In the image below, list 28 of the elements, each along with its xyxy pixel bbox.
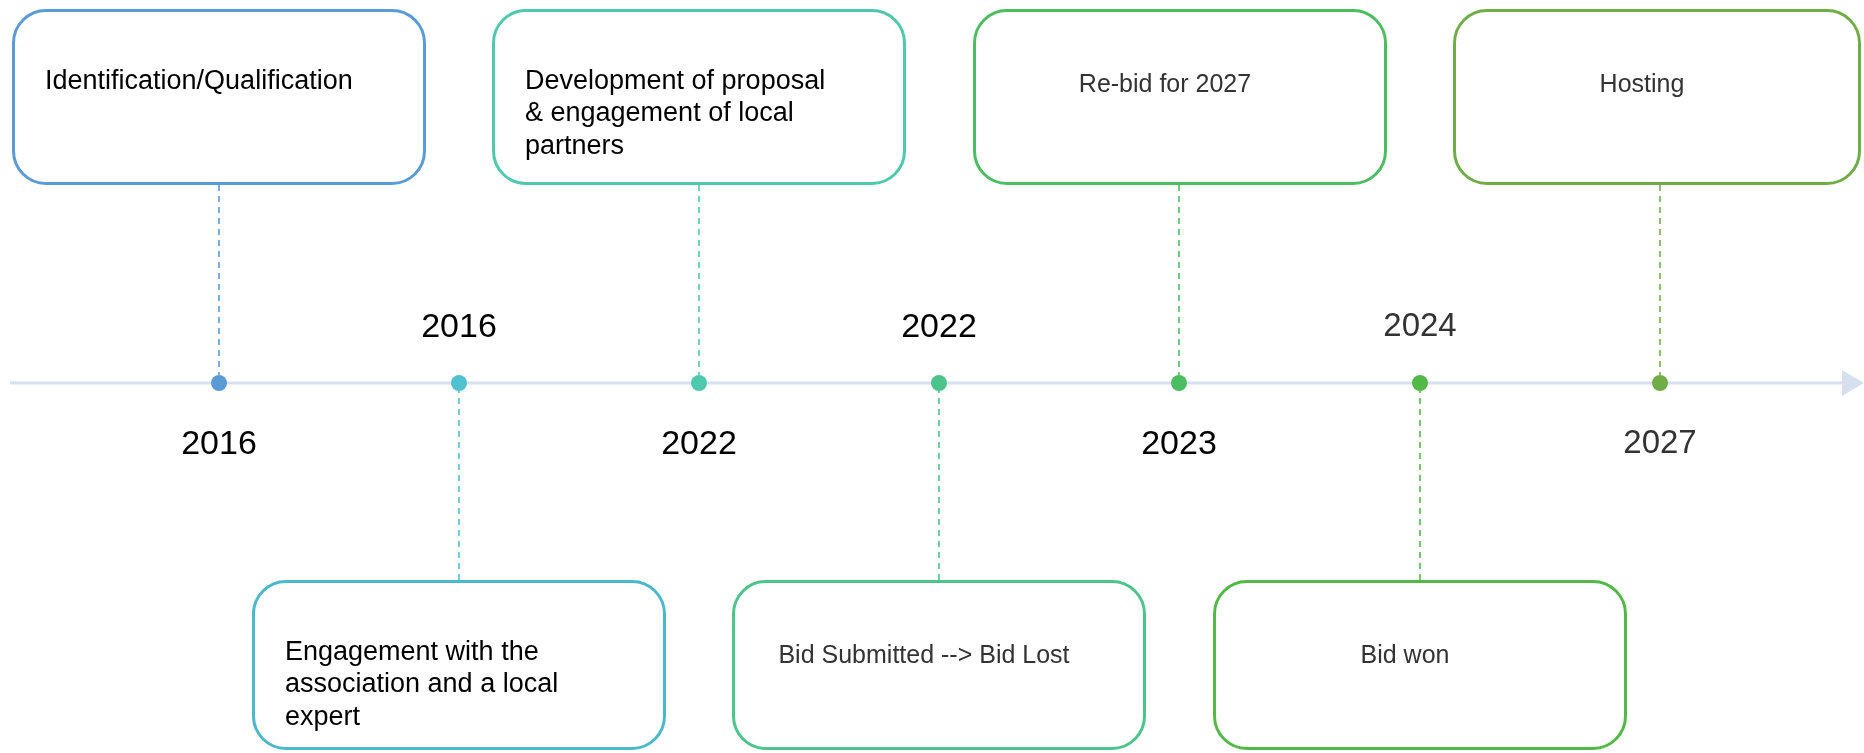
milestone-text: Development of proposal & engagement of local partners <box>525 64 827 162</box>
year-label: 2022 <box>660 425 738 459</box>
year-label: 2024 <box>1382 308 1458 341</box>
year-label: 2022 <box>900 308 978 342</box>
year-label: 2023 <box>1140 425 1218 459</box>
milestone-box <box>1453 9 1861 185</box>
milestone-box <box>252 580 666 750</box>
milestone-box <box>1213 580 1627 750</box>
milestone-text: Hosting <box>1599 68 1685 98</box>
dashed-connector <box>938 390 940 581</box>
dashed-connector <box>698 184 700 376</box>
milestone-text: Identification/Qualification <box>45 64 353 97</box>
dashed-connector <box>1659 184 1661 376</box>
dashed-connector <box>458 390 460 581</box>
milestone-box <box>732 580 1146 750</box>
dashed-connector <box>218 184 220 376</box>
milestone-text: Bid won <box>1360 639 1450 669</box>
milestone-text: Re-bid for 2027 <box>1078 68 1252 98</box>
dashed-connector <box>1178 184 1180 376</box>
milestone-box <box>12 9 426 185</box>
year-label: 2027 <box>1622 425 1698 458</box>
milestone-box <box>492 9 906 185</box>
year-label: 2016 <box>180 425 258 459</box>
milestone-text: Engagement with the association and a local expert <box>285 635 560 733</box>
year-label: 2016 <box>420 308 498 342</box>
milestone-text: Bid Submitted --> Bid Lost <box>778 639 1070 669</box>
milestone-box <box>973 9 1387 185</box>
dashed-connector <box>1419 390 1421 581</box>
